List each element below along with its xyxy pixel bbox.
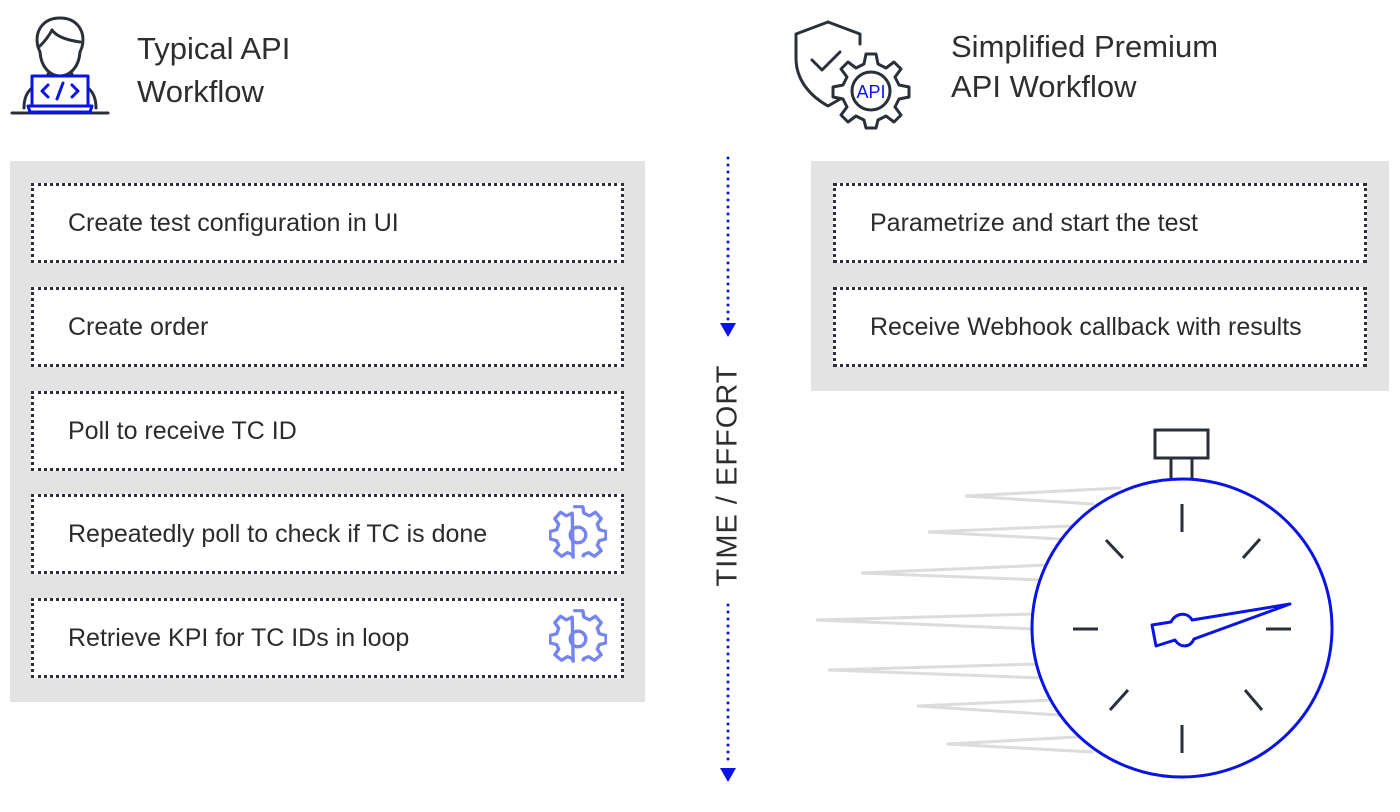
workflow-step: Poll to receive TC ID xyxy=(31,391,624,471)
axis-label: TIME / EFFORT xyxy=(711,364,744,586)
left-title-line2: Workflow xyxy=(137,74,264,109)
speed-lines xyxy=(815,486,1122,754)
workflow-step: Create test configuration in UI xyxy=(31,183,624,263)
workflow-step: Repeatedly poll to check if TC is done xyxy=(31,494,624,574)
api-icon-text: API xyxy=(856,82,885,102)
step-label: Parametrize and start the test xyxy=(870,208,1198,237)
workflow-step: Receive Webhook callback with results xyxy=(833,287,1367,367)
gear-icon xyxy=(549,609,607,663)
step-label: Repeatedly poll to check if TC is done xyxy=(68,519,488,548)
shield-check-api-gear-icon: API xyxy=(794,20,911,130)
fast-stopwatch-icon xyxy=(815,428,1334,779)
workflow-step: Parametrize and start the test xyxy=(833,183,1367,263)
step-label: Retrieve KPI for TC IDs in loop xyxy=(68,623,410,652)
right-title-line2: API Workflow xyxy=(951,69,1137,104)
workflow-step: Retrieve KPI for TC IDs in loop xyxy=(31,598,624,678)
right-title-line1: Simplified Premium xyxy=(951,29,1219,64)
gear-icon xyxy=(549,505,607,559)
step-label: Poll to receive TC ID xyxy=(68,416,297,445)
time-axis-arrow-top xyxy=(720,156,736,337)
time-axis-arrow-bottom xyxy=(720,603,736,782)
step-label: Create order xyxy=(68,312,209,341)
step-label: Create test configuration in UI xyxy=(68,208,399,237)
workflow-step: Create order xyxy=(31,287,624,367)
developer-laptop-icon xyxy=(10,16,110,115)
left-title-line1: Typical API xyxy=(137,31,291,66)
stopwatch-hand xyxy=(1150,602,1292,648)
step-label: Receive Webhook callback with results xyxy=(870,312,1302,341)
